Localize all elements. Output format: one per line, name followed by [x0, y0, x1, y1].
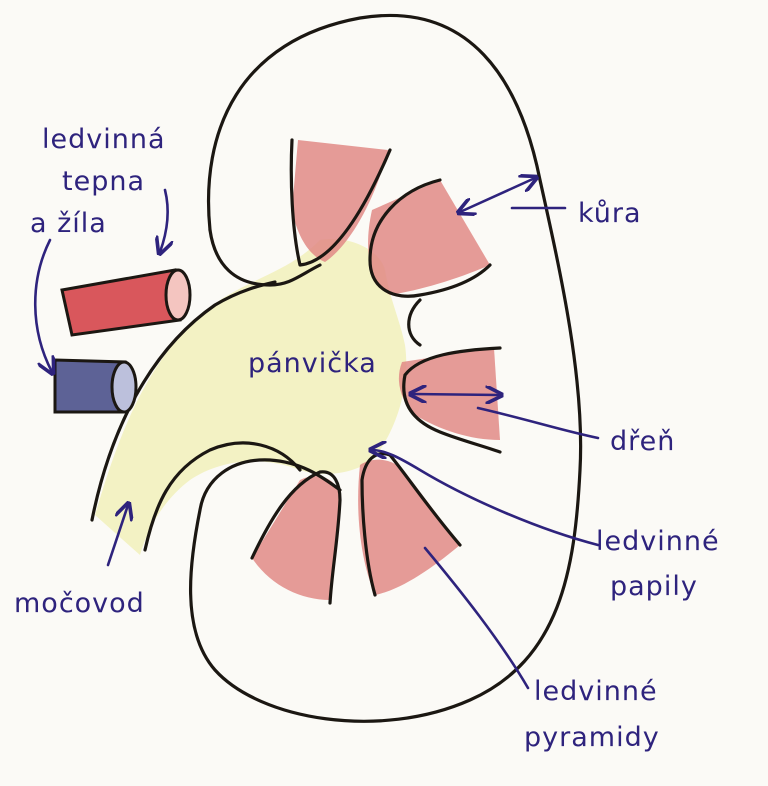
label-papillae-line1: ledvinné: [596, 526, 720, 557]
label-vessels-line3: a žíla: [30, 208, 107, 239]
arrow-to-vein: [35, 240, 52, 372]
label-pyramids-line2: pyramidy: [524, 722, 660, 753]
pelvis-notch: [409, 300, 420, 345]
label-papillae-line2: papily: [610, 571, 698, 602]
label-medulla: dřeň: [610, 426, 675, 457]
pyramid-lower-left: [252, 476, 340, 600]
arrow-to-artery: [160, 190, 168, 252]
label-pyramids-line1: ledvinné: [534, 676, 658, 707]
arrow-medulla: [412, 394, 500, 395]
renal-artery: [62, 270, 190, 335]
label-ureter: močovod: [14, 588, 145, 619]
label-cortex: kůra: [578, 198, 642, 229]
renal-vein: [55, 360, 136, 412]
label-vessels-line2: tepna: [62, 166, 145, 197]
label-pelvis: pánvička: [248, 348, 377, 379]
label-vessels-line1: ledvinná: [42, 124, 166, 155]
arrow-pyramids: [425, 548, 528, 688]
